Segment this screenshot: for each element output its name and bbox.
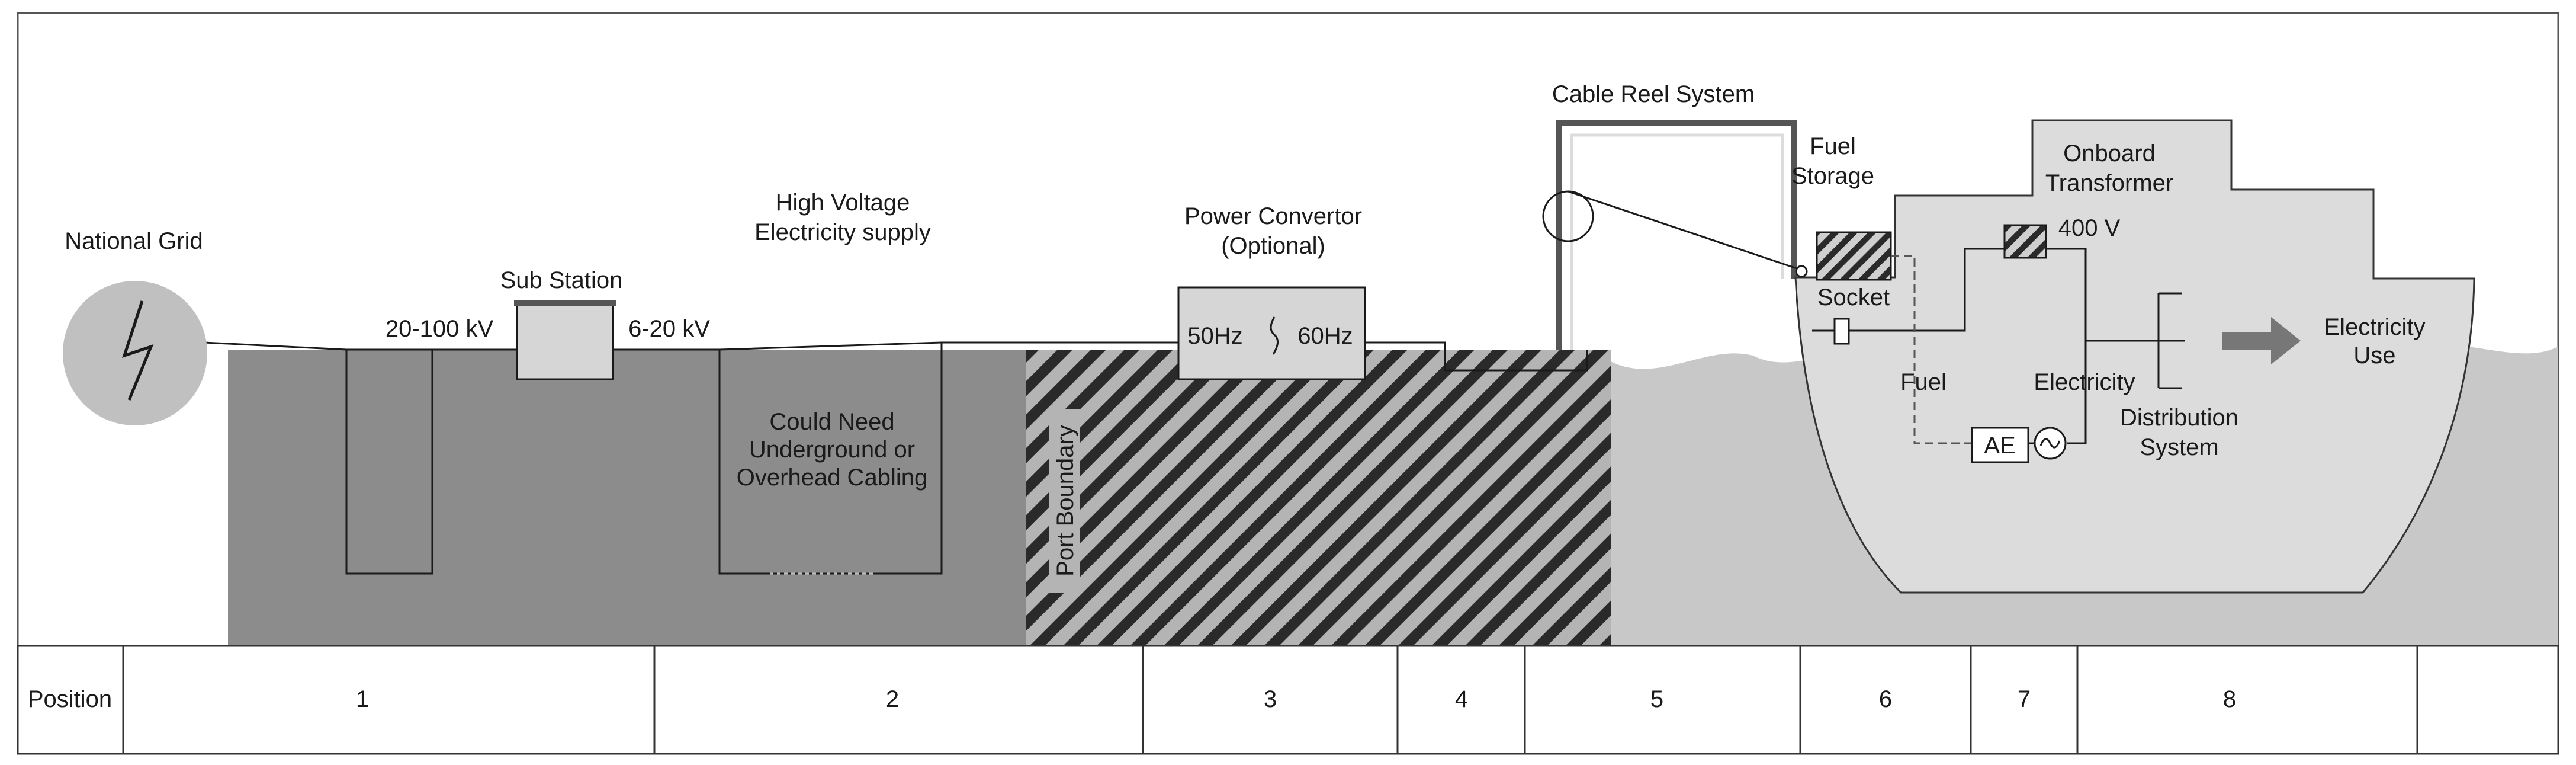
port-area-hatch: [1026, 350, 1611, 646]
sub-station-roof: [514, 300, 616, 306]
cable-reel-label: Cable Reel System: [1552, 81, 1755, 107]
hz-60-label: 60Hz: [1297, 323, 1353, 349]
lightning-bolt-icon: [122, 300, 154, 401]
position-cell: 5: [1650, 686, 1663, 712]
cabling-label-2: Underground or: [749, 437, 915, 463]
cable-trench-1: [345, 350, 433, 575]
high-voltage-label-1: High Voltage: [776, 190, 910, 216]
ship-electric-path: [1812, 248, 2159, 342]
cable-trench-2: [718, 343, 943, 575]
fuel-label: Fuel: [1900, 369, 1947, 395]
cabling-label-1: Could Need: [769, 409, 894, 435]
voltage-20-100kv-label: 20-100 kV: [386, 316, 494, 342]
voltage-400v-label: 400 V: [2058, 215, 2121, 241]
position-cell: 8: [2223, 686, 2236, 712]
voltage-6-20kv-label: 6-20 kV: [628, 316, 710, 342]
fuel-storage-box: [1816, 231, 1892, 281]
high-voltage-label-2: Electricity supply: [754, 219, 931, 245]
distribution-label-2: System: [2140, 434, 2218, 460]
onboard-transformer-label-2: Transformer: [2045, 170, 2173, 196]
onboard-transformer-label-1: Onboard: [2063, 140, 2156, 167]
sub-station-box: [516, 304, 614, 380]
power-convertor-label-2: (Optional): [1221, 233, 1325, 259]
position-table-border: [17, 645, 2559, 755]
fuel-storage-label-2: Storage: [1791, 163, 1874, 189]
socket-connector: [1833, 318, 1850, 345]
position-cell: 4: [1455, 686, 1468, 712]
power-convertor-label-1: Power Convertor: [1184, 203, 1362, 229]
hz-50-label: 50Hz: [1187, 323, 1242, 349]
aux-engine-label: AE: [1984, 433, 2015, 459]
power-convertor-box: [1177, 286, 1366, 380]
position-dividers: [122, 646, 2418, 754]
position-cell: 1: [356, 686, 369, 712]
sub-station-label: Sub Station: [500, 267, 623, 293]
electricity-label: Electricity: [2034, 369, 2135, 395]
position-header: Position: [28, 686, 112, 712]
socket-label: Socket: [1817, 284, 1890, 311]
shore-cable: [1568, 190, 1801, 271]
electricity-use-label-2: Use: [2353, 343, 2395, 369]
supply-line: [204, 341, 1178, 351]
fuel-storage-label-1: Fuel: [1810, 133, 1856, 159]
electricity-use-label-1: Electricity: [2324, 314, 2425, 340]
fuel-line: [1891, 255, 1972, 444]
position-cell: 7: [2018, 686, 2031, 712]
port-boundary-label-bg: [1049, 409, 1080, 593]
supply-line-to-reel: [1365, 341, 1588, 372]
generator-feed-line: [2067, 341, 2087, 444]
socket-point: [1795, 265, 1808, 278]
aux-engine-box: [1971, 427, 2029, 463]
ship-hull: [1794, 119, 2475, 594]
position-table: Position 1 2 3 4 5 6 7 8: [17, 645, 2559, 755]
right-arrow-icon: [2222, 317, 2301, 364]
national-grid-label: National Grid: [65, 228, 203, 254]
distribution-bus: [2157, 292, 2185, 389]
cable-reel-frame-inner: [1570, 133, 1784, 350]
onboard-transformer-box: [2003, 224, 2047, 259]
position-cell: 3: [1264, 686, 1277, 712]
wave-squiggle-icon: [1270, 316, 1279, 355]
port-boundary-label: Port Boundary: [1052, 425, 1078, 577]
ac-sine-wave: [2039, 438, 2061, 449]
cabling-label-3: Overhead Cabling: [737, 465, 927, 491]
cable-reel-drum: [1542, 190, 1594, 242]
cable-reel-frame: [1556, 120, 1797, 350]
distribution-label-1: Distribution: [2120, 405, 2238, 431]
position-cell: 2: [886, 686, 899, 712]
position-cell: 6: [1879, 686, 1892, 712]
